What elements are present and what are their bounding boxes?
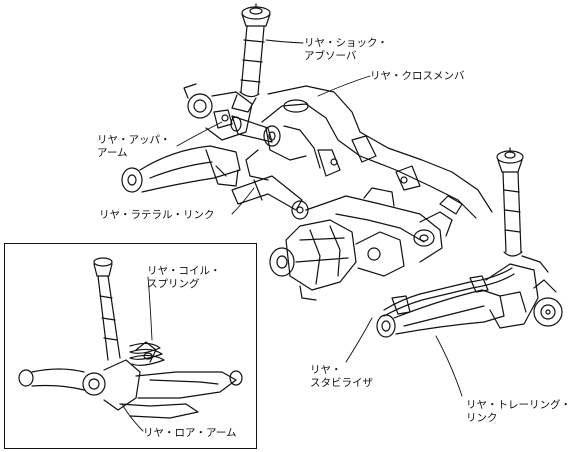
label-rear-upper-arm-line1: リヤ・アッパ・ [97,134,171,146]
label-rear-coil-spring-line1: リヤ・コイル・ [147,265,221,277]
label-rear-upper-arm: リヤ・アッパ・ アーム [97,134,171,160]
label-rear-crossmember-line1: リヤ・クロスメンバ [370,70,465,82]
label-rear-lower-arm-line1: リヤ・ロア・アーム [143,427,237,439]
left-shock-absorber [231,3,271,113]
left-knuckle [183,83,253,141]
label-rear-lateral-link-line1: リヤ・ラテラル・リンク [99,209,215,221]
label-rear-crossmember: リヤ・クロスメンバ [370,70,465,83]
label-rear-lower-arm: リヤ・ロア・アーム [143,427,237,440]
label-rear-upper-arm-line2: アーム [97,147,128,159]
label-rear-stabilizer: リヤ・ スタビライザ [310,364,373,390]
label-rear-stabilizer-line2: スタビライザ [310,377,373,389]
label-rear-coil-spring: リヤ・コイル・ スプリング [147,265,221,291]
rear-crossmember [245,85,493,219]
rear-lateral-link [231,175,309,220]
label-rear-stabilizer-line1: リヤ・ [310,364,342,376]
label-rear-trailing-link: リヤ・トレーリング・ リンク [466,399,571,425]
label-rear-trailing-link-line2: リンク [466,412,498,424]
rear-stabilizer [383,267,515,317]
inset-frame [4,243,257,449]
label-rear-shock-absorber: リヤ・ショック・ アブソーバ [304,37,388,63]
rear-lower-arm-main [121,145,241,193]
rear-trailing-link [376,289,505,338]
leader-lines [121,39,463,432]
rear-upper-arm [230,115,281,147]
inset-diagram [18,257,243,419]
label-rear-shock-absorber-line2: アブソーバ [304,50,357,62]
label-rear-shock-absorber-line1: リヤ・ショック・ [304,37,388,49]
right-knuckle [485,255,563,329]
rear-differential [269,219,405,301]
right-shock-absorber [496,147,524,257]
label-rear-trailing-link-line1: リヤ・トレーリング・ [466,399,571,411]
label-rear-lateral-link: リヤ・ラテラル・リンク [99,209,215,222]
label-rear-coil-spring-line2: スプリング [147,278,200,290]
rear-sub-frame [305,187,453,263]
